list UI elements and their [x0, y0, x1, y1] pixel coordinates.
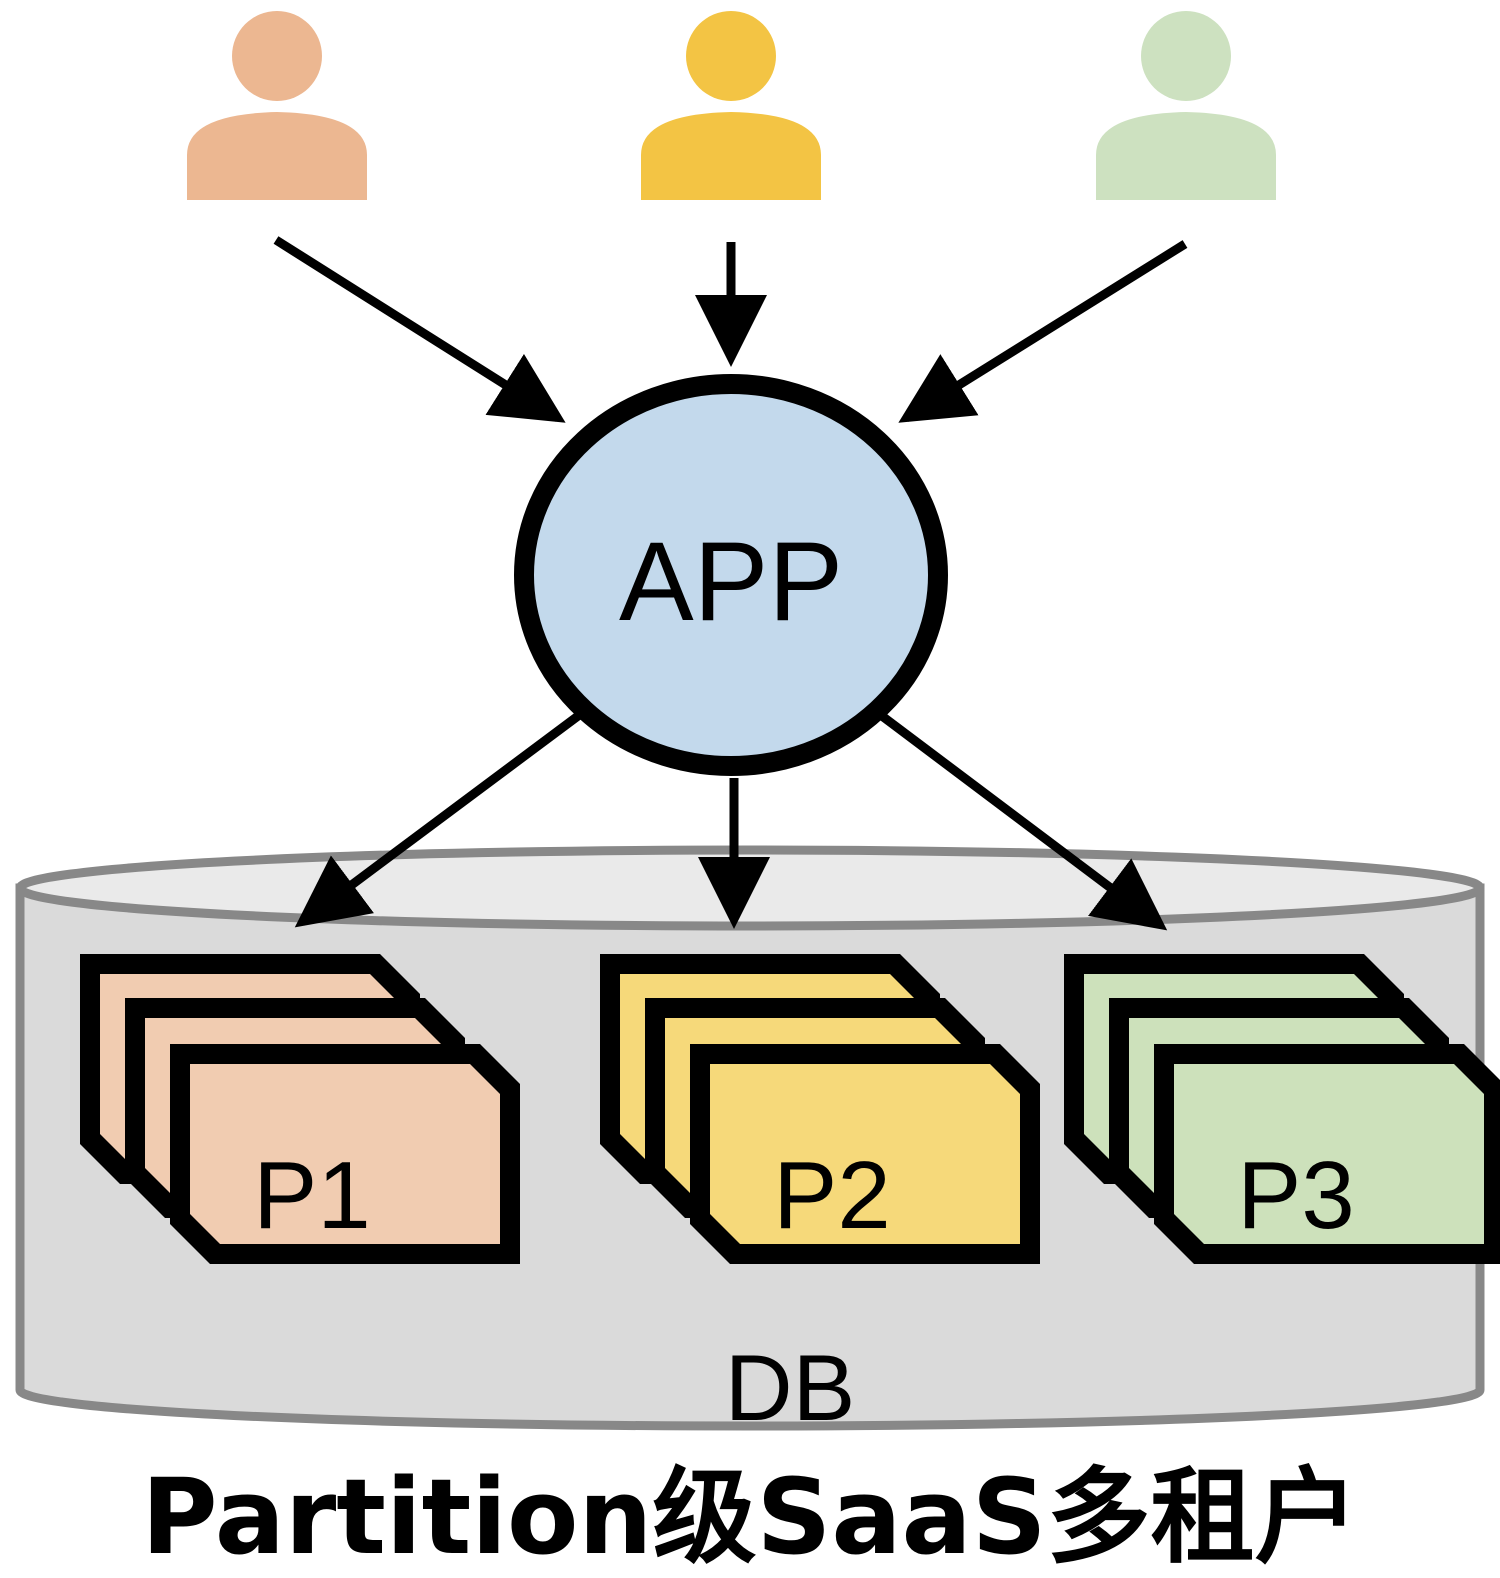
app-label: APP: [619, 519, 843, 644]
user-icon: [187, 11, 367, 200]
partition-stack: P1: [80, 954, 520, 1264]
partition-stack: P2: [600, 954, 1040, 1264]
diagram-caption: Partition级SaaS多租户: [141, 1456, 1359, 1578]
partition-stack: P3: [1064, 954, 1500, 1264]
user-icon: [641, 11, 821, 200]
arrow: [879, 712, 1168, 931]
arrow: [898, 240, 1188, 423]
route-arrows: [294, 712, 1168, 931]
database-top: [15, 845, 1485, 931]
user-group: [187, 11, 1276, 200]
request-arrows: [273, 236, 1188, 423]
database-label: DB: [725, 1335, 856, 1440]
partition-label: P3: [1237, 1142, 1354, 1249]
partition-label: P1: [253, 1142, 370, 1249]
user-icon: [1096, 11, 1276, 200]
arrow: [294, 712, 581, 928]
arrow: [273, 236, 566, 423]
partition-label: P2: [773, 1142, 890, 1249]
app-node: APP: [514, 374, 948, 776]
